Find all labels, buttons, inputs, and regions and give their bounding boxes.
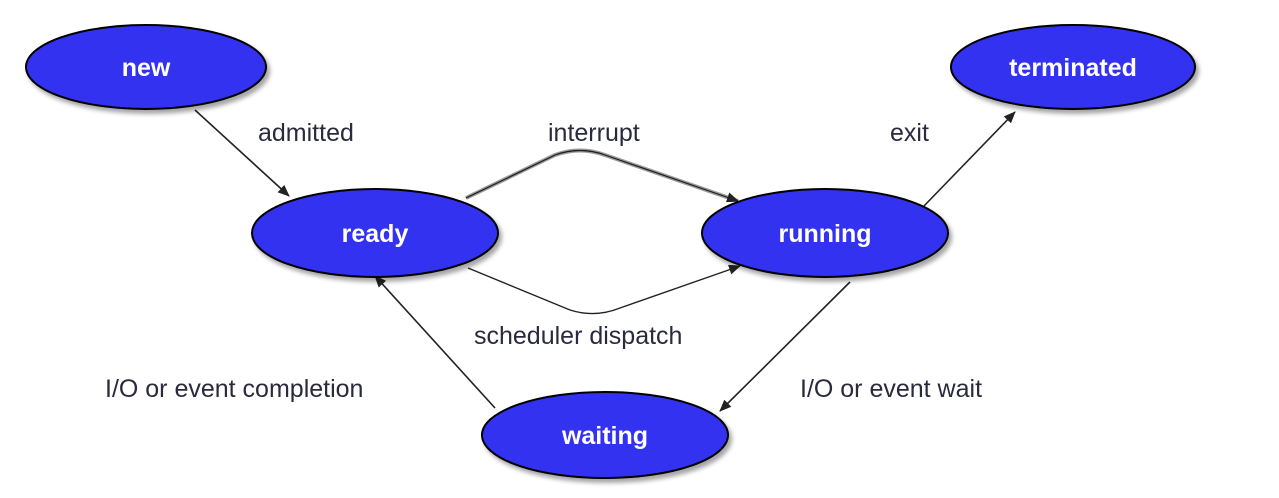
- edge-label-exit: exit: [890, 119, 929, 147]
- state-label-waiting: waiting: [561, 422, 648, 450]
- transition-new-to-ready: [194, 109, 290, 197]
- edge-label-io-event-completion: I/O or event completion: [105, 375, 363, 403]
- state-new: new: [25, 24, 267, 110]
- edge-label-io-event-wait: I/O or event wait: [800, 375, 982, 403]
- state-terminated: terminated: [950, 24, 1196, 110]
- state-label-new: new: [122, 54, 171, 82]
- edge-label-interrupt: interrupt: [548, 119, 640, 147]
- state-waiting: waiting: [481, 391, 729, 479]
- edge-label-scheduler-dispatch: scheduler dispatch: [474, 322, 682, 350]
- transition-running-to-waiting: [719, 281, 851, 412]
- state-ready: ready: [251, 188, 499, 278]
- state-label-ready: ready: [342, 220, 409, 248]
- edge-label-admitted: admitted: [258, 119, 354, 147]
- state-running: running: [701, 188, 949, 278]
- state-label-terminated: terminated: [1009, 54, 1137, 82]
- transition-waiting-to-ready: [374, 275, 496, 409]
- transition-scheduler-dispatch: [467, 264, 741, 315]
- transition-running-to-terminated: [923, 111, 1016, 207]
- transition-interrupt: [465, 148, 739, 203]
- state-label-running: running: [778, 220, 871, 248]
